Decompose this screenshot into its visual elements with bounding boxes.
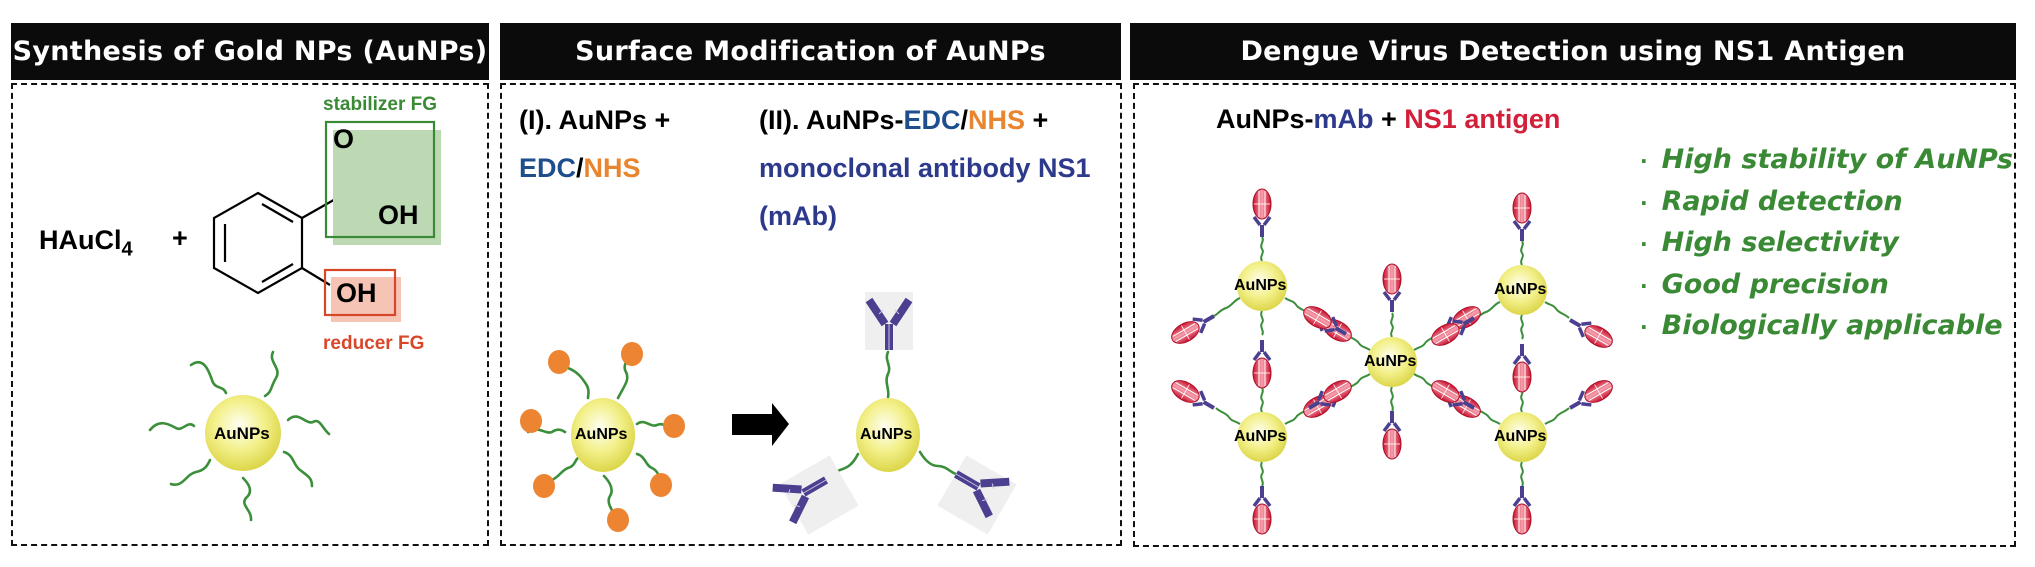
benefit-item: · High selectivity (1640, 223, 2013, 265)
stabilizer-box (324, 120, 436, 239)
step-2-line-2: monoclonal antibody NS1 (759, 153, 1091, 183)
step-2-text: (II). AuNPs-EDC/NHS + monoclonal antibod… (759, 96, 1091, 240)
panel-detection (1133, 83, 2016, 547)
plus-sign: + (172, 223, 188, 253)
particle-label-before: AuNPs (575, 426, 628, 443)
bullet-icon: · (1640, 273, 1648, 298)
benefit-text: Rapid detection (1661, 185, 1903, 217)
phenol-hydroxyl: OH (336, 278, 377, 308)
network-particle-label: AuNPs (1364, 353, 1417, 370)
step-1-text: (I). AuNPs + EDC/NHS (519, 96, 670, 192)
gold-nanoparticle (571, 398, 635, 472)
particle-label: AuNPs (214, 424, 270, 443)
benefit-item: · High stability of AuNPs (1640, 140, 2013, 182)
network-particle-label: AuNPs (1494, 428, 1547, 445)
bullet-icon: · (1640, 232, 1648, 256)
step-1-line-2: EDC/NHS (519, 144, 670, 192)
gold-nanoparticle (1237, 412, 1287, 462)
benefit-item: · Rapid detection (1640, 182, 2013, 224)
slash-text: / (960, 105, 969, 135)
reactant-text: HAuCl (39, 225, 122, 255)
bullet-icon: · (1640, 315, 1648, 339)
stabilizer-label: stabilizer FG (323, 94, 438, 115)
slash-text: / (576, 153, 584, 183)
carbonyl-oxygen: O (333, 124, 355, 154)
bullet-icon: · (1640, 190, 1648, 215)
network-particle-label: AuNPs (1494, 281, 1547, 298)
nhs-functionalized-particle (520, 342, 685, 532)
reactant-formula: HAuCl4 (39, 225, 133, 261)
nhs-text: NHS (583, 153, 641, 183)
benefit-text: High stability of AuNPs (1661, 144, 2013, 175)
step-2-prefix: (II). AuNPs- (759, 105, 904, 135)
reaction-arrow-icon (732, 403, 789, 446)
panel-header-synthesis: Synthesis of Gold NPs (AuNPs) (11, 23, 489, 80)
network-particle-label: AuNPs (1234, 428, 1287, 445)
benefit-text: High selectivity (1661, 227, 1899, 258)
benefit-text: Biologically applicable (1661, 310, 2003, 341)
gold-nanoparticle (1237, 261, 1287, 311)
benefits-list: · High stability of AuNPs · Rapid detectio… (1640, 140, 2013, 348)
step-1-line-1: (I). AuNPs + (519, 105, 671, 135)
particle-label-after: AuNPs (860, 426, 913, 443)
heading-part-antigen: NS1 antigen (1404, 104, 1561, 134)
edc-text: EDC (903, 105, 961, 135)
antibody-conjugated-particle (773, 292, 1017, 535)
panel-title: Synthesis of Gold NPs (AuNPs) (12, 36, 488, 67)
step-2-line-3: (mAb) (759, 201, 837, 231)
heading-part-mab: mAb (1313, 104, 1374, 134)
gold-nanoparticle (205, 395, 281, 471)
panel-surface-modification (500, 83, 1122, 546)
benefit-item: · Good precision (1640, 265, 2013, 307)
heading-part-aunps: AuNPs- (1216, 104, 1314, 134)
gold-nanoparticle (1367, 337, 1417, 387)
panel-title: Dengue Virus Detection using NS1 Antigen (1240, 36, 1906, 67)
nhs-text: NHS (968, 105, 1026, 135)
reactant-subscript: 4 (121, 238, 133, 261)
reducer-label: reducer FG (323, 333, 425, 354)
edc-text: EDC (519, 153, 577, 183)
bullet-icon: · (1640, 149, 1648, 173)
aggregation-network (1166, 187, 1618, 536)
gold-nanoparticle (1497, 265, 1547, 315)
detection-heading: AuNPs-mAb + NS1 antigen (1216, 104, 1560, 135)
panel-synthesis (11, 83, 489, 546)
gold-nanoparticle (856, 398, 920, 472)
benefit-text: Good precision (1661, 268, 1889, 300)
heading-part-plus: + (1373, 104, 1405, 134)
plus-text: + (1025, 105, 1049, 135)
reducer-box (323, 268, 397, 317)
panel-header-surface-modification: Surface Modification of AuNPs (500, 23, 1121, 80)
panel-title: Surface Modification of AuNPs (575, 36, 1046, 67)
gold-nanoparticle (1497, 412, 1547, 462)
step-2-line-1: (II). AuNPs-EDC/NHS + (759, 96, 1091, 144)
stabilizer-box-shadow (333, 130, 441, 245)
particle-ligands (148, 350, 331, 522)
panel-header-detection: Dengue Virus Detection using NS1 Antigen (1130, 23, 2016, 80)
benefit-item: · Biologically applicable (1640, 306, 2013, 348)
acid-hydroxyl: OH (378, 200, 419, 230)
network-particle-label: AuNPs (1234, 277, 1287, 294)
